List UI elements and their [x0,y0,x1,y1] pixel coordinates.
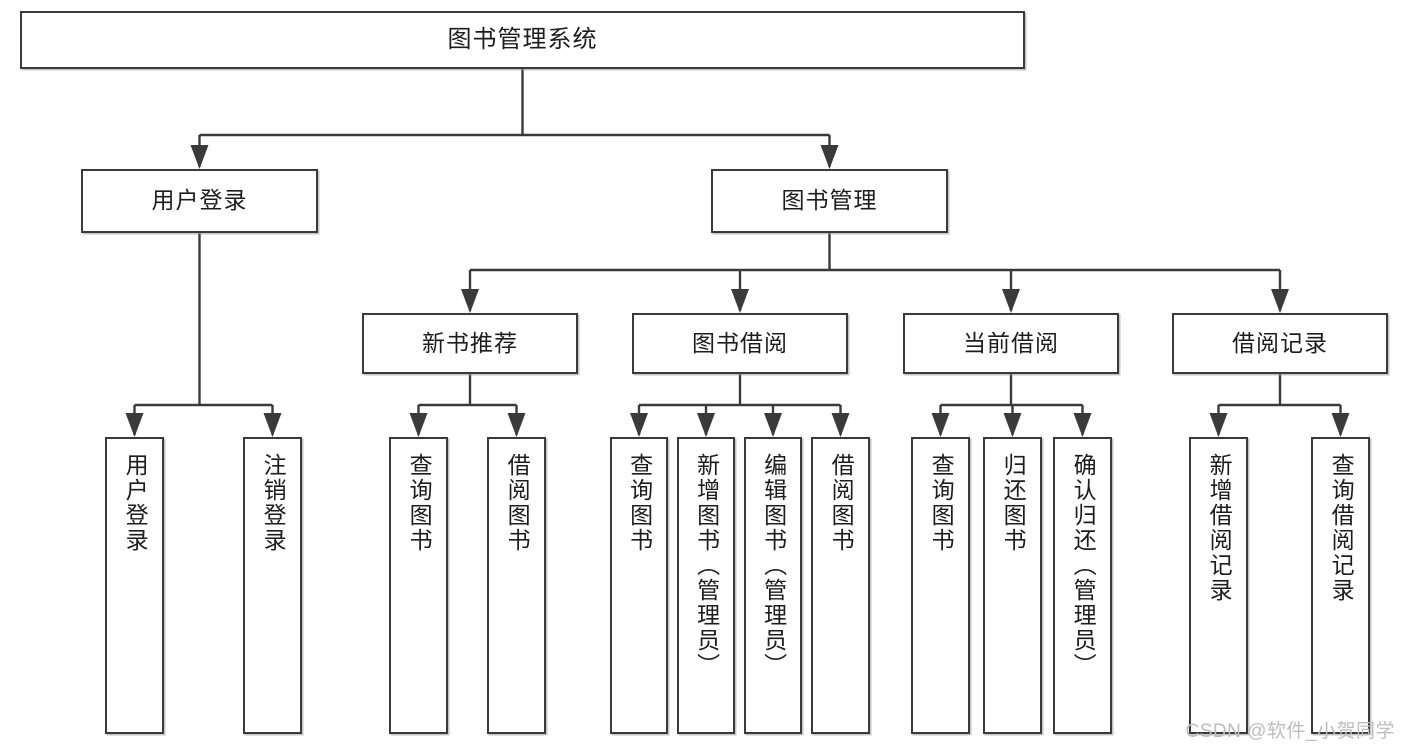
node-leaf-query-record[interactable]: 查询借阅记录 [1311,437,1370,734]
node-label: 新书推荐 [422,329,518,356]
arrow-book-borrow [731,289,749,313]
arrow-leaf-query-book-rec [409,413,428,437]
node-label: 借阅图书 [828,453,855,553]
arrow-leaf-add-record [1209,413,1228,437]
node-root[interactable]: 图书管理系统 [20,11,1025,69]
node-current-borrow[interactable]: 当前借阅 [903,313,1119,374]
arrow-leaf-return-book [1003,413,1022,437]
arrow-user-login [190,145,209,169]
node-book-borrow[interactable]: 图书借阅 [632,313,848,374]
node-label: 注销登录 [260,453,287,553]
node-leaf-query-book[interactable]: 查询图书 [610,437,668,734]
node-leaf-user-logout[interactable]: 注销登录 [243,437,302,734]
node-label: 查询图书 [626,453,653,553]
arrow-leaf-query-book-cur [931,413,950,437]
node-label: 查询图书 [928,453,955,553]
node-label: 新增图书（管理员） [693,453,720,678]
arrow-book-manage [820,145,839,169]
arrow-leaf-user-login [125,413,144,437]
node-new-book-rec[interactable]: 新书推荐 [362,313,578,374]
node-label: 确认归还（管理员） [1070,453,1097,678]
node-label: 图书管理系统 [447,25,598,53]
arrow-leaf-edit-book [764,413,782,437]
node-label: 借阅记录 [1232,329,1328,356]
node-leaf-confirm-return[interactable]: 确认归还（管理员） [1053,437,1112,734]
node-label: 查询借阅记录 [1328,453,1355,603]
arrow-leaf-borrow-book-rec [507,413,526,437]
node-label: 归还图书 [1000,453,1027,553]
node-leaf-add-book[interactable]: 新增图书（管理员） [677,437,735,734]
arrow-leaf-borrow-book [831,413,850,437]
watermark-text: CSDN @软件_小贺同学 [1185,721,1395,742]
node-leaf-edit-book[interactable]: 编辑图书（管理员） [744,437,802,734]
arrow-leaf-query-book [630,413,648,437]
node-leaf-return-book[interactable]: 归还图书 [983,437,1042,734]
node-label: 新增借阅记录 [1206,453,1233,603]
node-label: 编辑图书（管理员） [760,453,787,678]
node-label: 当前借阅 [963,329,1059,356]
arrow-borrow-record [1271,289,1289,313]
node-leaf-query-book-cur[interactable]: 查询图书 [911,437,970,734]
node-label: 用户登录 [151,187,248,214]
node-label: 查询图书 [406,453,433,553]
arrow-leaf-confirm-return [1073,413,1092,437]
node-label: 图书管理 [781,187,878,214]
node-label: 用户登录 [122,453,149,553]
node-leaf-borrow-book[interactable]: 借阅图书 [811,437,870,734]
node-leaf-query-book-rec[interactable]: 查询图书 [389,437,448,734]
node-borrow-record[interactable]: 借阅记录 [1172,313,1388,374]
node-book-manage[interactable]: 图书管理 [711,169,948,233]
arrow-current-borrow [1002,289,1020,313]
arrow-leaf-query-record [1331,413,1350,437]
node-leaf-add-record[interactable]: 新增借阅记录 [1189,437,1248,734]
arrow-new-book-rec [461,289,479,313]
node-user-login[interactable]: 用户登录 [81,169,318,233]
node-label: 图书借阅 [692,329,788,356]
node-leaf-borrow-book-rec[interactable]: 借阅图书 [487,437,546,734]
node-leaf-user-login[interactable]: 用户登录 [105,437,164,734]
node-label: 借阅图书 [504,453,531,553]
arrow-leaf-add-book [697,413,715,437]
arrow-leaf-user-logout [263,413,282,437]
